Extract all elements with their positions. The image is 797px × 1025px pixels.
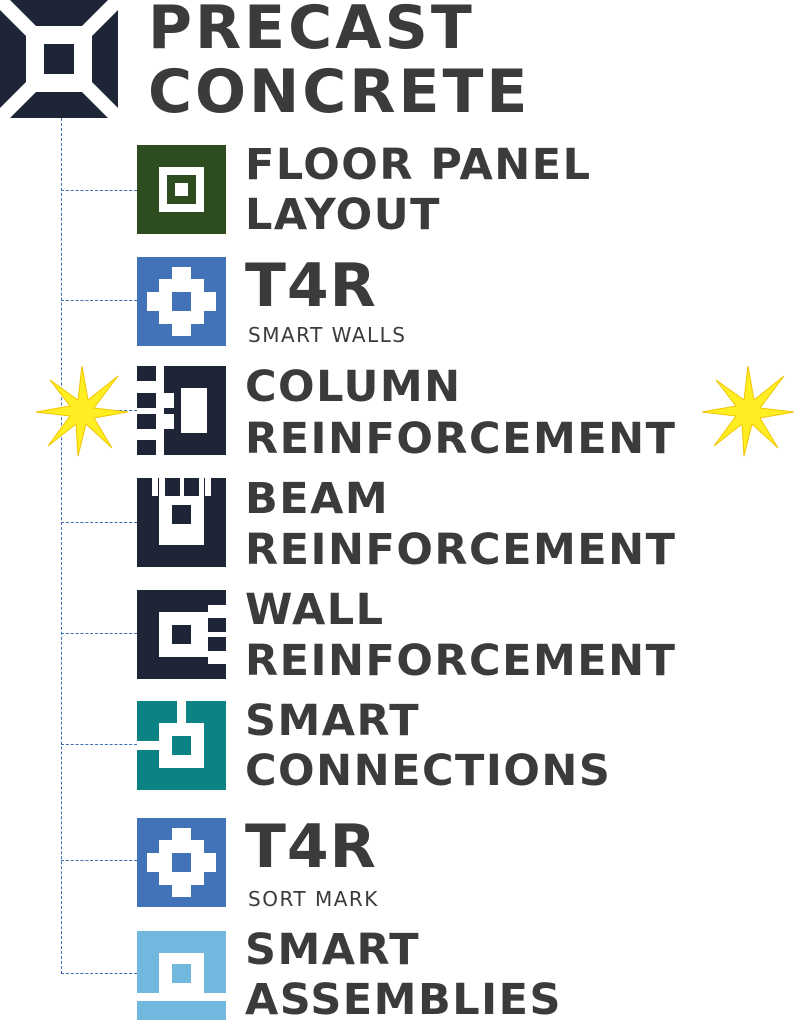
star-icon (36, 366, 128, 457)
item-label-line2: LAYOUT (245, 190, 441, 240)
list-item-column-reinforcement[interactable] (137, 366, 226, 455)
column-reinforcement-icon (137, 366, 226, 455)
header-title-line2: CONCRETE (148, 57, 531, 127)
item-label-t4r: T4R (245, 251, 377, 321)
item-label-line1: FLOOR PANEL (245, 140, 592, 190)
item-label-line1: SMART (245, 696, 421, 746)
item-label-line1: COLUMN (245, 362, 462, 412)
tree-branch (61, 300, 137, 301)
t4r-smart-walls-icon (137, 257, 226, 346)
t4r-sort-mark-icon (137, 818, 226, 907)
list-item-smart-connections[interactable] (137, 701, 226, 790)
smart-assemblies-icon (137, 931, 226, 1020)
tree-branch (61, 973, 137, 974)
list-item-smart-assemblies[interactable] (137, 931, 226, 1020)
item-label-line2: REINFORCEMENT (245, 414, 677, 464)
list-item-floor-panel-layout[interactable] (137, 145, 226, 234)
item-label-line2: REINFORCEMENT (245, 636, 677, 686)
item-label-line2: CONNECTIONS (245, 746, 612, 796)
star-icon (702, 366, 794, 457)
tree-branch (61, 633, 137, 634)
precast-concrete-logo-icon (0, 0, 118, 118)
list-item-wall-reinforcement[interactable] (137, 590, 226, 679)
list-item-beam-reinforcement[interactable] (137, 478, 226, 567)
beam-reinforcement-icon (137, 478, 226, 567)
tree-trunk (61, 118, 62, 974)
tree-branch (61, 190, 137, 191)
tree-branch (61, 522, 137, 523)
list-item-t4r-sort-mark[interactable] (137, 818, 226, 907)
item-label-line1: SMART (245, 925, 421, 975)
item-sublabel: SORT MARK (248, 887, 379, 911)
list-item-t4r-smart-walls[interactable] (137, 257, 226, 346)
item-label-t4r: T4R (245, 812, 377, 882)
smart-connections-icon (137, 701, 226, 790)
wall-reinforcement-icon (137, 590, 226, 679)
tree-branch (61, 744, 137, 745)
item-label-line2: REINFORCEMENT (245, 525, 677, 575)
item-label-line1: BEAM (245, 474, 390, 524)
item-label-line2: ASSEMBLIES (245, 975, 562, 1025)
header-title-line1: PRECAST (148, 0, 475, 63)
item-label-line1: WALL (245, 585, 385, 635)
item-sublabel: SMART WALLS (248, 323, 407, 347)
tree-branch (61, 860, 137, 861)
floor-panel-layout-icon (137, 145, 226, 234)
